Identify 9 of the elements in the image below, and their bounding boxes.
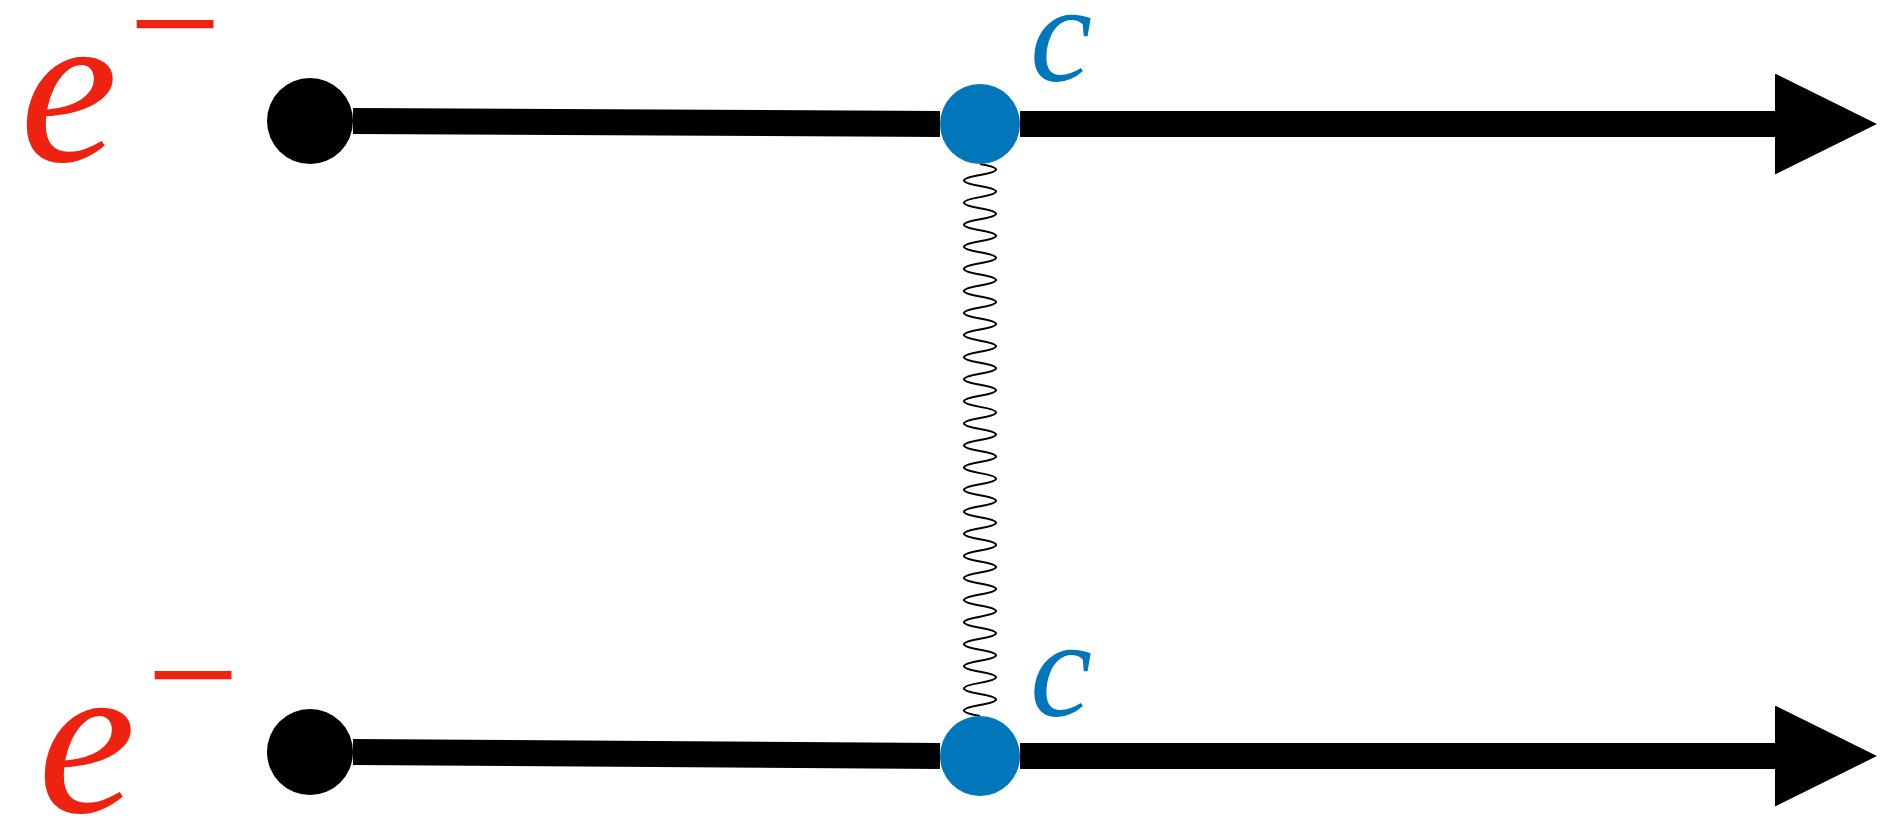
particle-label: e$^{−}$ [38,628,247,824]
electron-line [352,108,941,137]
particle-label: e$^{−}$ [20,0,229,197]
particle-label: c [1030,599,1093,739]
photon-wavy-line [963,163,997,717]
electron-line [1020,705,1877,807]
electron-line [352,739,941,769]
electron-line [1020,73,1877,175]
particle-label: c [1030,0,1093,104]
